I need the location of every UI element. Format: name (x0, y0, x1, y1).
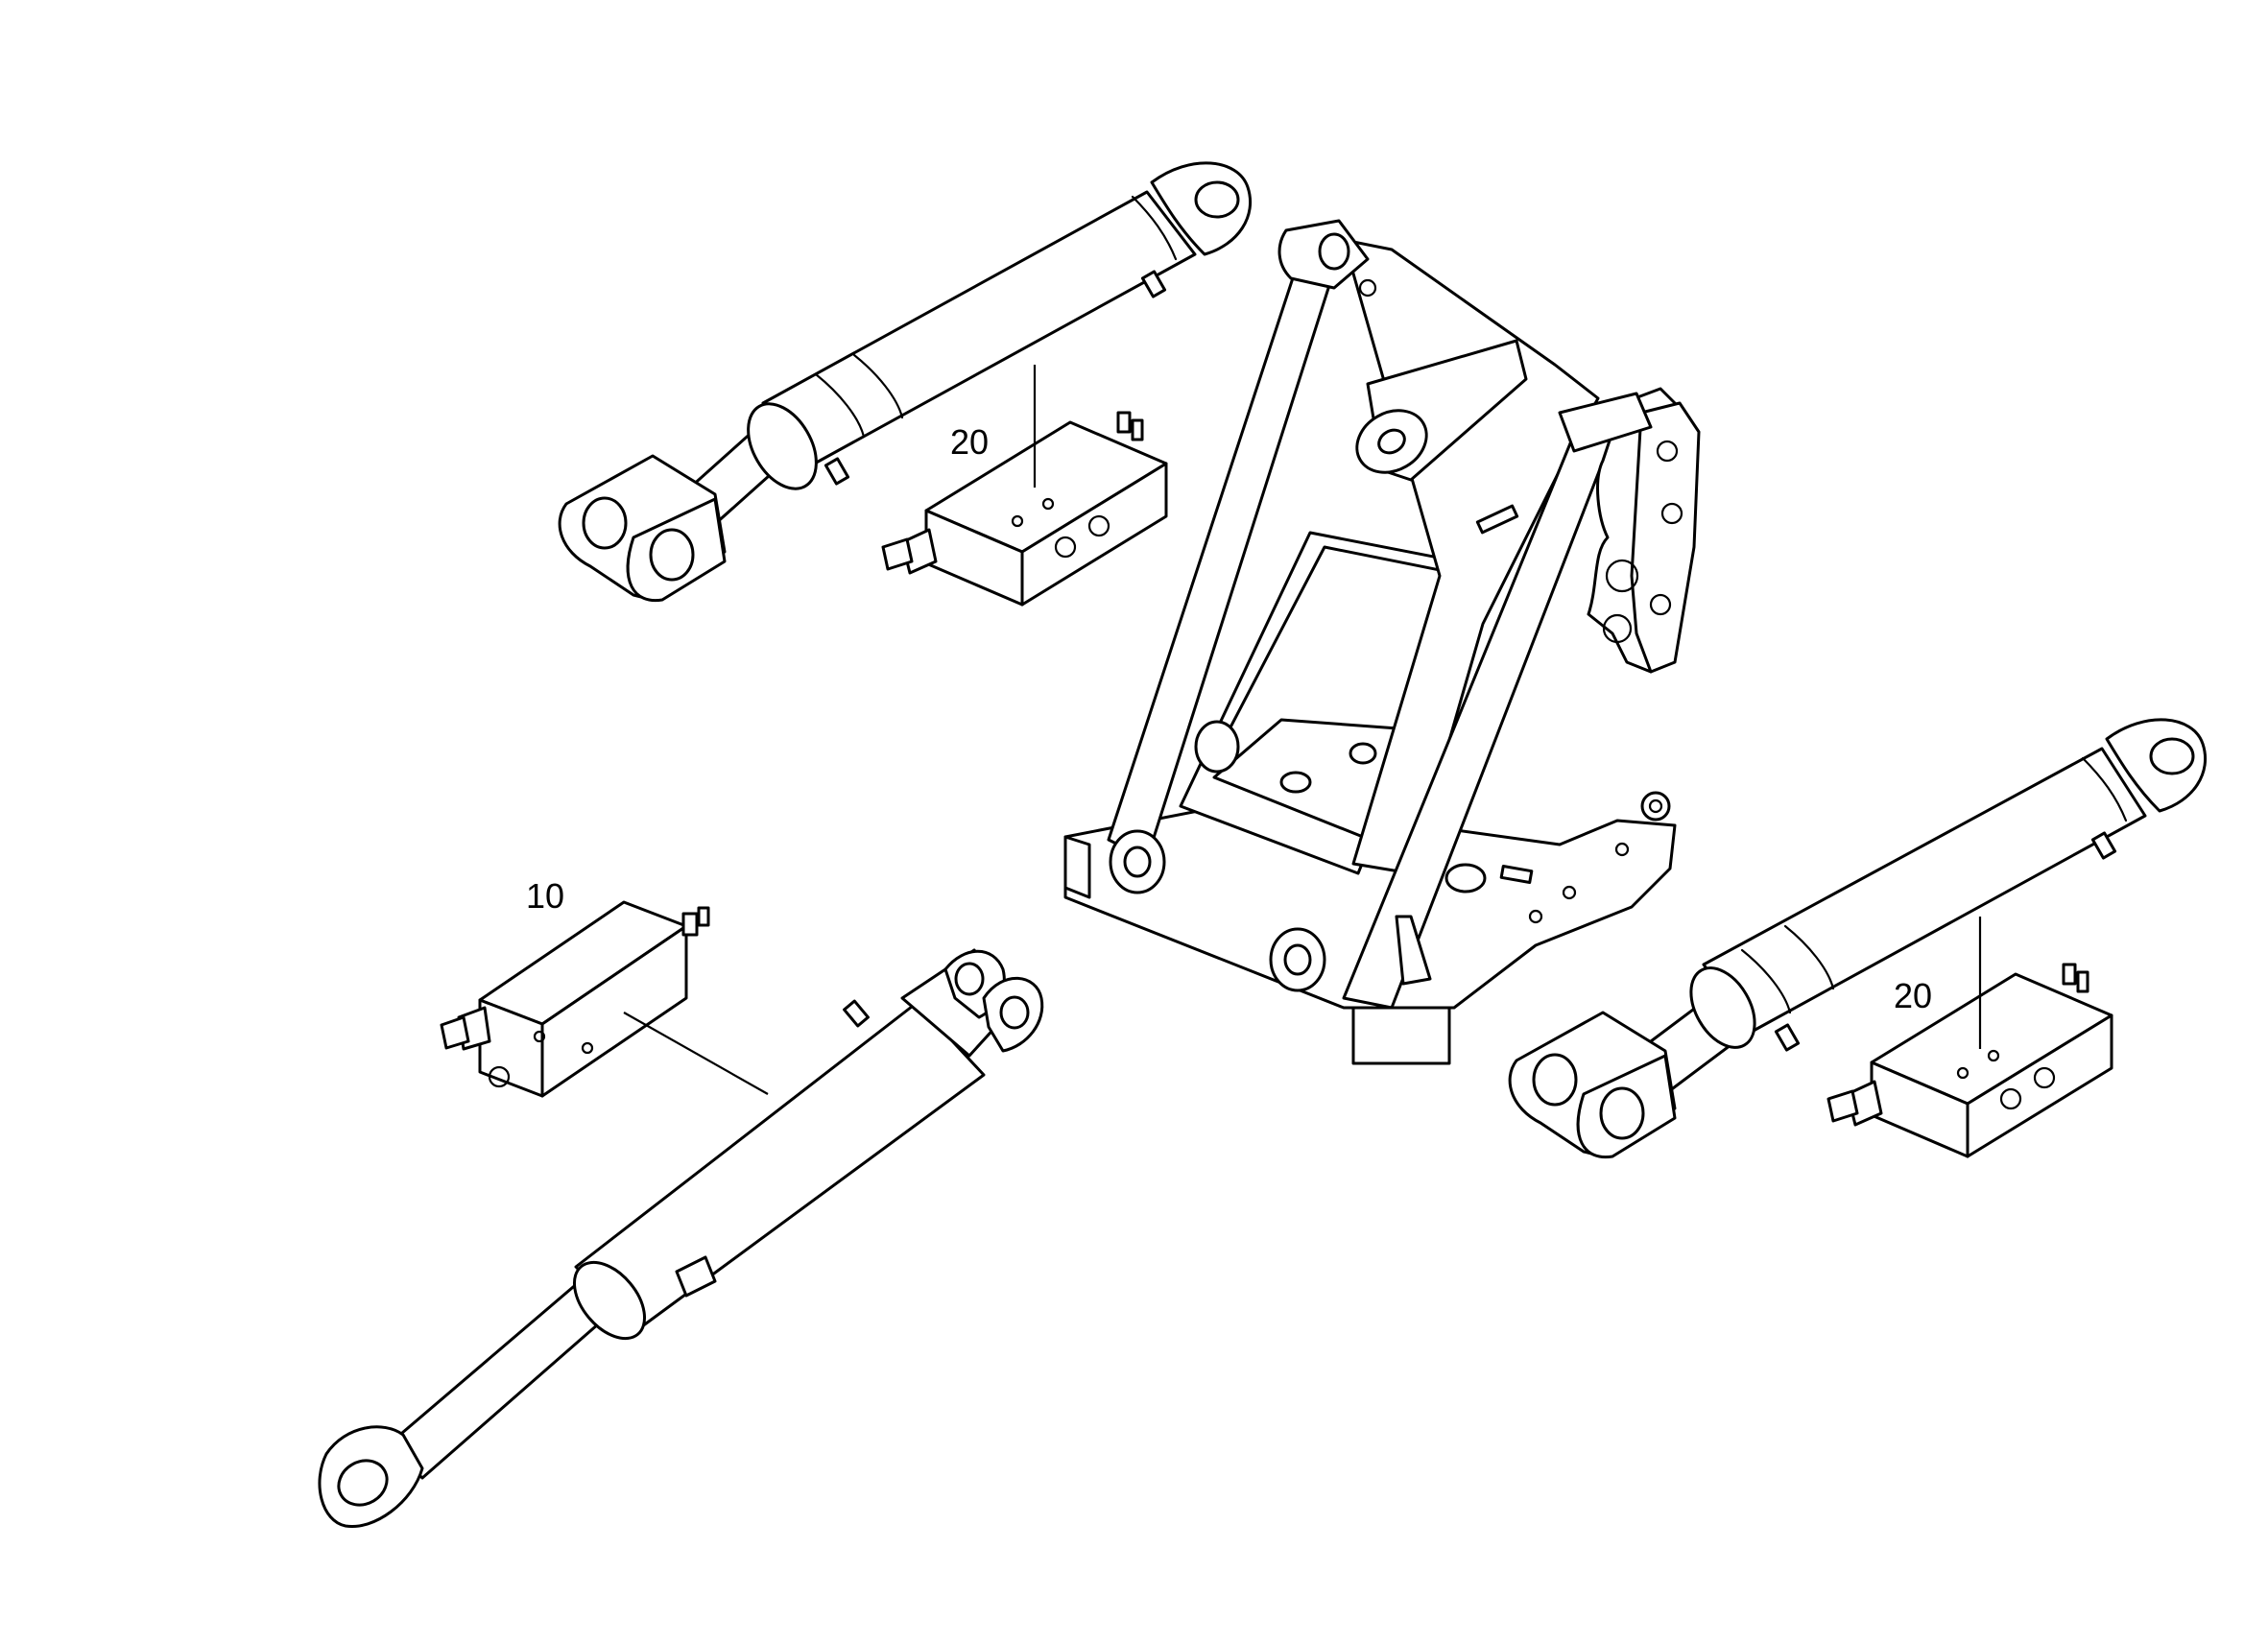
valve-block-left (440, 900, 710, 1098)
valve-block-right (1826, 963, 2113, 1158)
callout-valve-left: 10 (526, 876, 564, 916)
leader-line-left (623, 1012, 769, 1095)
callout-valve-top: 20 (950, 422, 989, 462)
callout-valve-right: 20 (1894, 976, 1932, 1015)
hydraulic-cylinder-right (1508, 718, 2208, 1159)
hydraulic-cylinder-top (558, 161, 1253, 603)
hydraulic-cylinder-bottom-left (318, 948, 1044, 1529)
valve-block-top (881, 411, 1168, 607)
main-frame-bracket (1063, 219, 1701, 1065)
